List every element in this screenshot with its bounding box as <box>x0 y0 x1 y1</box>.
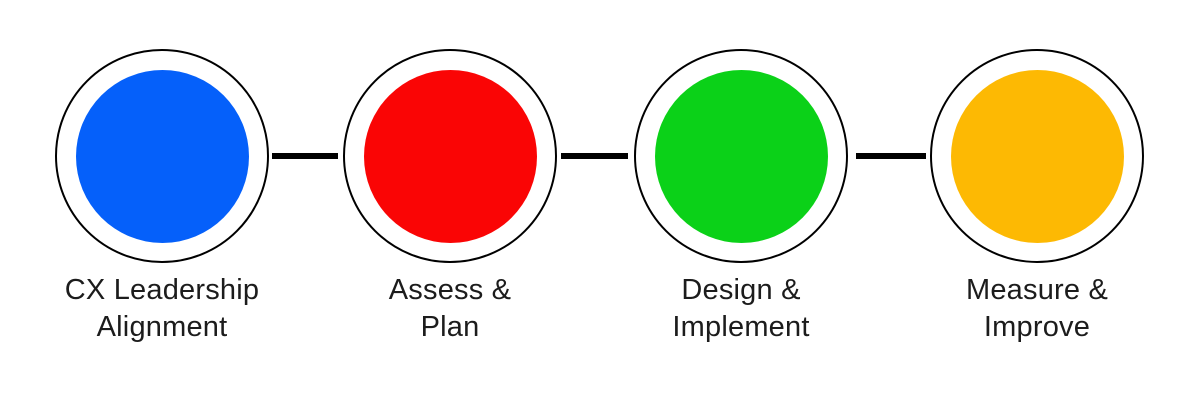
connector-line <box>856 153 926 159</box>
step-label: Measure & Improve <box>965 274 1109 343</box>
step-label: CX Leadership Alignment <box>64 274 260 343</box>
step-disc-green <box>654 69 828 243</box>
step-disc-blue <box>75 69 249 243</box>
step-label: Assess & Plan <box>388 274 512 343</box>
step-disc-amber <box>950 69 1124 243</box>
connector-line <box>272 153 338 159</box>
step-disc-red <box>363 69 537 243</box>
step-label: Design & Implement <box>672 274 810 343</box>
step-ring <box>343 49 557 263</box>
step-ring <box>55 49 269 263</box>
step-ring <box>634 49 848 263</box>
connector-line <box>561 153 628 159</box>
step-ring <box>930 49 1144 263</box>
